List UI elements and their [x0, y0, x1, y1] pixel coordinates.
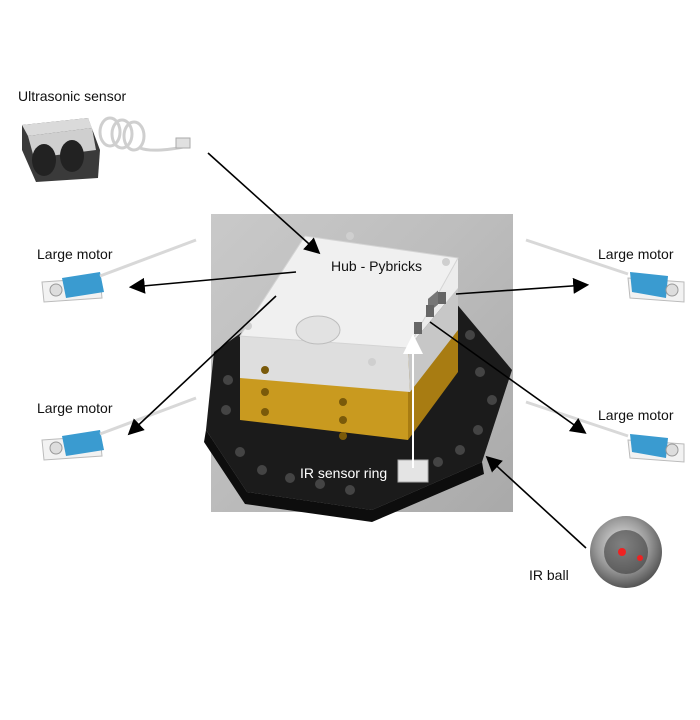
label-large-motor-bottom-left: Large motor [37, 400, 113, 416]
large-motor-top-left [41, 238, 197, 303]
large-motor-bottom-left [41, 396, 197, 461]
label-ultrasonic-sensor: Ultrasonic sensor [18, 88, 127, 104]
arrow-ultrasonic [207, 152, 321, 255]
label-hub: Hub - Pybricks [331, 258, 423, 274]
label-ir-sensor-ring: IR sensor ring [300, 465, 388, 481]
label-large-motor-top-right: Large motor [598, 246, 674, 262]
arrow-motor-bottom-left [127, 295, 277, 436]
ir-ball [588, 514, 666, 588]
large-motor-top-right [525, 238, 685, 303]
arrow-motor-bottom-right [429, 321, 587, 434]
hub-pybricks [239, 232, 459, 440]
arrow-motor-top-right [455, 277, 590, 295]
label-large-motor-bottom-right: Large motor [598, 407, 674, 423]
label-ir-ball: IR ball [529, 567, 569, 583]
label-large-motor-top-left: Large motor [37, 246, 113, 262]
annotation-arrows [127, 152, 590, 549]
arrow-ir-ball [485, 455, 587, 549]
arrow-motor-top-left [128, 271, 297, 294]
ultrasonic-sensor [22, 116, 191, 182]
